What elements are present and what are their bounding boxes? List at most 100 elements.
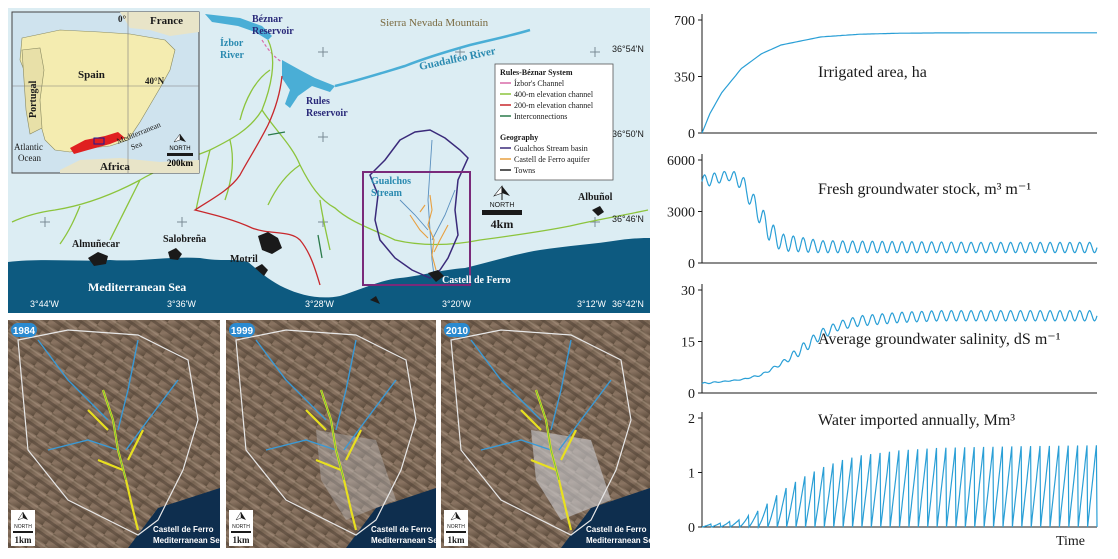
y-tick-label: 350 bbox=[674, 71, 695, 86]
photo-sea-label: Mediterranean Sea bbox=[586, 536, 658, 545]
inset-portugal bbox=[21, 47, 45, 135]
series-line bbox=[701, 309, 1098, 385]
aquifer-lines bbox=[409, 194, 449, 271]
photo-scale-label: 1km bbox=[447, 535, 465, 545]
y-tick-label: 3000 bbox=[667, 206, 695, 221]
legend-title-geography: Geography bbox=[500, 133, 538, 142]
year-badge bbox=[229, 323, 255, 337]
year-label: 1984 bbox=[13, 326, 36, 337]
gualchos-basin-outline bbox=[369, 129, 469, 279]
lat-label-1: 36°54'N bbox=[612, 44, 644, 54]
year-label: 2010 bbox=[446, 326, 469, 337]
inset-north-label: NORTH bbox=[169, 146, 190, 152]
y-tick-label: 700 bbox=[674, 14, 695, 29]
photo-sea bbox=[128, 488, 220, 548]
inset-map: 0° France Spain 40°N Portugal Africa Atl… bbox=[11, 11, 200, 174]
town-label-motril: Motril bbox=[230, 254, 258, 265]
inset-atlantic-1: Atlantic bbox=[14, 142, 43, 152]
series-line bbox=[701, 170, 1098, 254]
chart-title: Average groundwater salinity, dS m⁻¹ bbox=[818, 331, 1061, 348]
gualchos-label-1: Gualchos bbox=[371, 176, 411, 187]
inset-med-2: Sea bbox=[129, 139, 143, 152]
inset-france-label: France bbox=[150, 15, 183, 27]
y-tick-label: 0 bbox=[688, 257, 695, 272]
y-tick-label: 2 bbox=[688, 412, 695, 427]
lon-label-3: 3°28'W bbox=[305, 299, 334, 309]
map-grid-crosses bbox=[40, 47, 600, 227]
izbor-label-1: Ízbor bbox=[220, 37, 244, 49]
izbor-label-2: River bbox=[220, 50, 244, 61]
inset-grid-0: 0° bbox=[118, 14, 127, 24]
inset-study-region bbox=[70, 132, 125, 154]
scale-label: 4km bbox=[491, 217, 514, 231]
legend-item-label: Castell de Ferro aquifer bbox=[514, 155, 590, 164]
y-tick-label: 1 bbox=[688, 467, 695, 482]
photo-north-label: NORTH bbox=[14, 524, 32, 530]
y-tick-label: 6000 bbox=[667, 154, 695, 169]
photo-basin-outline bbox=[450, 329, 632, 536]
photo-north-label: NORTH bbox=[232, 524, 250, 530]
photo-north-label: NORTH bbox=[447, 524, 465, 530]
legend-item-label: 200-m elevation channel bbox=[514, 101, 594, 110]
photo-scale-label: 1km bbox=[232, 535, 250, 545]
series-line bbox=[701, 32, 1097, 134]
photo-town-label: Castell de Ferro bbox=[153, 525, 214, 534]
rules-label-1: Rules bbox=[306, 96, 330, 107]
y-tick-label: 30 bbox=[681, 284, 695, 299]
town-label-salobrena: Salobreña bbox=[163, 234, 206, 245]
lon-label-5: 3°12'W bbox=[577, 299, 606, 309]
beznar-label-1: Béznar bbox=[252, 14, 283, 25]
sea-label: Mediterranean Sea bbox=[88, 280, 186, 294]
north-label: NORTH bbox=[490, 202, 515, 209]
inset-africa-label: Africa bbox=[100, 161, 130, 173]
y-tick-label: 0 bbox=[688, 127, 695, 142]
year-label: 1999 bbox=[231, 326, 254, 337]
photo-north-arrow-icon bbox=[23, 512, 28, 520]
town-markers bbox=[88, 206, 604, 304]
guadalfeo-river-line bbox=[334, 28, 531, 88]
chart-title: Fresh groundwater stock, m³ m⁻¹ bbox=[818, 181, 1031, 198]
legend-item-label: Interconnections bbox=[514, 112, 567, 121]
inset-portugal-label: Portugal bbox=[28, 81, 39, 118]
rules-reservoir-shape bbox=[282, 60, 335, 108]
scale-bar bbox=[482, 210, 522, 215]
x-axis-label: Time bbox=[1056, 534, 1085, 549]
photo-sea bbox=[346, 488, 436, 548]
inset-africa bbox=[60, 158, 199, 173]
legend-item-label: Gualchos Stream basin bbox=[514, 144, 588, 153]
photo-north-arrow-icon bbox=[241, 512, 246, 520]
y-tick-label: 0 bbox=[688, 387, 695, 402]
inset-spain-label: Spain bbox=[78, 69, 105, 81]
photo-basin-outline bbox=[235, 329, 417, 536]
y-tick-label: 15 bbox=[681, 336, 695, 351]
photo-town-label: Castell de Ferro bbox=[371, 525, 432, 534]
channel-200m-line bbox=[193, 75, 321, 286]
inset-france bbox=[120, 12, 199, 36]
lon-label-2: 3°36'W bbox=[167, 299, 196, 309]
year-badge bbox=[11, 323, 37, 337]
beznar-label-2: Reservoir bbox=[252, 26, 294, 37]
legend-item-label: Ízbor's Channel bbox=[514, 78, 565, 88]
gualchos-label-2: Stream bbox=[371, 188, 403, 199]
interconnection-lines bbox=[267, 131, 323, 259]
gualchos-stream-lines bbox=[399, 139, 456, 276]
lat-label-4: 36°42'N bbox=[612, 299, 644, 309]
mountain-label: Sierra Nevada Mountain bbox=[380, 17, 489, 29]
y-tick-label: 0 bbox=[688, 521, 695, 536]
photo-basin-outline bbox=[17, 329, 199, 536]
photo-sea bbox=[561, 488, 650, 548]
beznar-reservoir-shape bbox=[205, 14, 272, 40]
inset-north-arrow-icon bbox=[180, 134, 186, 142]
north-arrow-icon bbox=[493, 185, 510, 200]
lon-label-1: 3°44'W bbox=[30, 299, 59, 309]
photo-town-label: Castell de Ferro bbox=[586, 525, 647, 534]
town-label-castell: Castell de Ferro bbox=[442, 275, 511, 286]
legend-item-label: 400-m elevation channel bbox=[514, 90, 594, 99]
photo-sea-label: Mediterranean Sea bbox=[153, 536, 225, 545]
lon-label-4: 3°20'W bbox=[442, 299, 471, 309]
lat-label-2: 36°50'N bbox=[612, 129, 644, 139]
